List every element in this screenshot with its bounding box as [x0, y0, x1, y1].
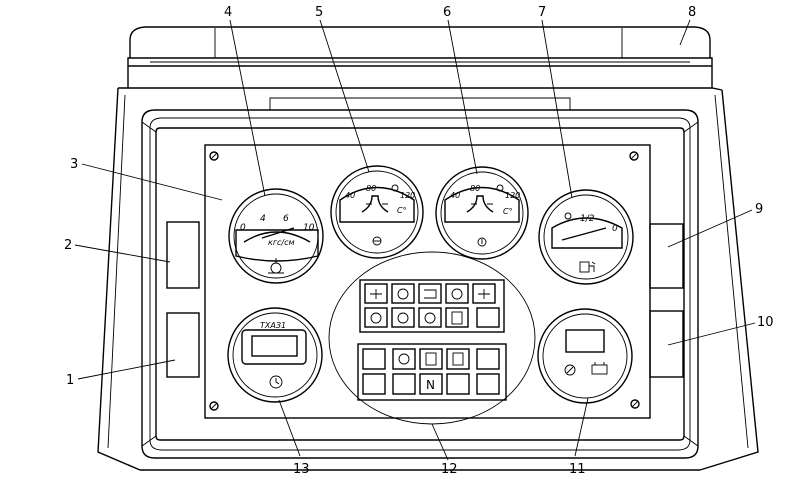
- coolant-temp-scale-2: 120: [505, 191, 520, 200]
- hour-meter: ТХАЗ1: [227, 307, 323, 403]
- oil-temp-unit: С°: [397, 206, 407, 215]
- callout-3: 3: [70, 157, 78, 172]
- oil-pressure-scale-0: 0: [240, 223, 246, 233]
- plate-screw-bl: [209, 401, 219, 411]
- callout-5: 5: [315, 5, 323, 20]
- callout-8: 8: [688, 5, 696, 20]
- oil-pressure-scale-1: 4: [260, 214, 266, 224]
- warning-row-bottom: [364, 307, 500, 328]
- outer-housing: [97, 87, 759, 471]
- voltmeter: [537, 308, 633, 404]
- callout-labels: 1 2 3 4 5 6 7 8 9 10 11 12 13: [64, 5, 774, 477]
- callout-2: 2: [64, 238, 72, 253]
- side-plug-right-lower: [649, 310, 684, 378]
- battery-icon: [591, 362, 608, 375]
- coolant-temp-unit: С°: [503, 207, 513, 216]
- callout-12: 12: [441, 462, 458, 477]
- leader-lines: [74, 19, 756, 461]
- oil-pressure-scale-3: 10: [303, 223, 315, 233]
- fuel-scale-half: 1/2: [580, 214, 595, 224]
- warning-row-top: [364, 283, 496, 304]
- callout-9: 9: [755, 202, 763, 217]
- side-plug-right-upper: [649, 223, 684, 289]
- warning-light-cluster: N: [328, 251, 536, 425]
- oil-temp-scale-1: 80: [366, 184, 376, 193]
- indicator-row-bottom: N: [362, 373, 500, 395]
- oil-pressure-scale-2: 6: [283, 214, 289, 224]
- plate-screw-tr: [629, 151, 639, 161]
- neutral-indicator-label: N: [426, 378, 435, 392]
- oil-temp-scale-2: 120: [400, 191, 415, 200]
- callout-10: 10: [757, 315, 774, 330]
- oil-pressure-gauge: 0 4 6 10 кгс/см: [228, 188, 324, 284]
- fuel-pump-icon: [579, 261, 596, 273]
- fuel-scale-empty: 0: [612, 224, 618, 234]
- visor: [127, 26, 713, 88]
- coolant-temp-scale-1: 80: [470, 184, 480, 193]
- hour-meter-label: ТХАЗ1: [260, 321, 286, 330]
- callout-1: 1: [66, 373, 74, 388]
- oil-temperature-icon: [372, 236, 382, 246]
- indicator-row-top: [362, 348, 500, 370]
- oil-pressure-icon: [268, 258, 284, 274]
- callout-11: 11: [569, 462, 586, 477]
- fuel-gauge: 1/2 0: [538, 189, 634, 285]
- callout-7: 7: [538, 5, 546, 20]
- bezel: [141, 109, 699, 459]
- plate-screw-tl: [209, 151, 219, 161]
- side-plug-left-lower: [166, 312, 200, 378]
- side-plug-left-upper: [166, 221, 200, 289]
- oil-temp-scale-0: 40: [345, 191, 355, 200]
- oil-temp-gauge: 40 80 120 С°: [330, 165, 424, 259]
- coolant-temp-gauge: 40 80 120 С°: [435, 166, 529, 260]
- hour-meter-icon: [269, 375, 283, 389]
- oil-pressure-unit: кгс/см: [268, 238, 295, 247]
- coolant-temperature-icon: [477, 237, 487, 247]
- voltmeter-dial-icon: [564, 364, 576, 376]
- callout-13: 13: [293, 462, 310, 477]
- plate-screw-br: [630, 399, 640, 409]
- coolant-temp-scale-0: 40: [450, 191, 460, 200]
- callout-4: 4: [224, 5, 232, 20]
- callout-6: 6: [443, 5, 451, 20]
